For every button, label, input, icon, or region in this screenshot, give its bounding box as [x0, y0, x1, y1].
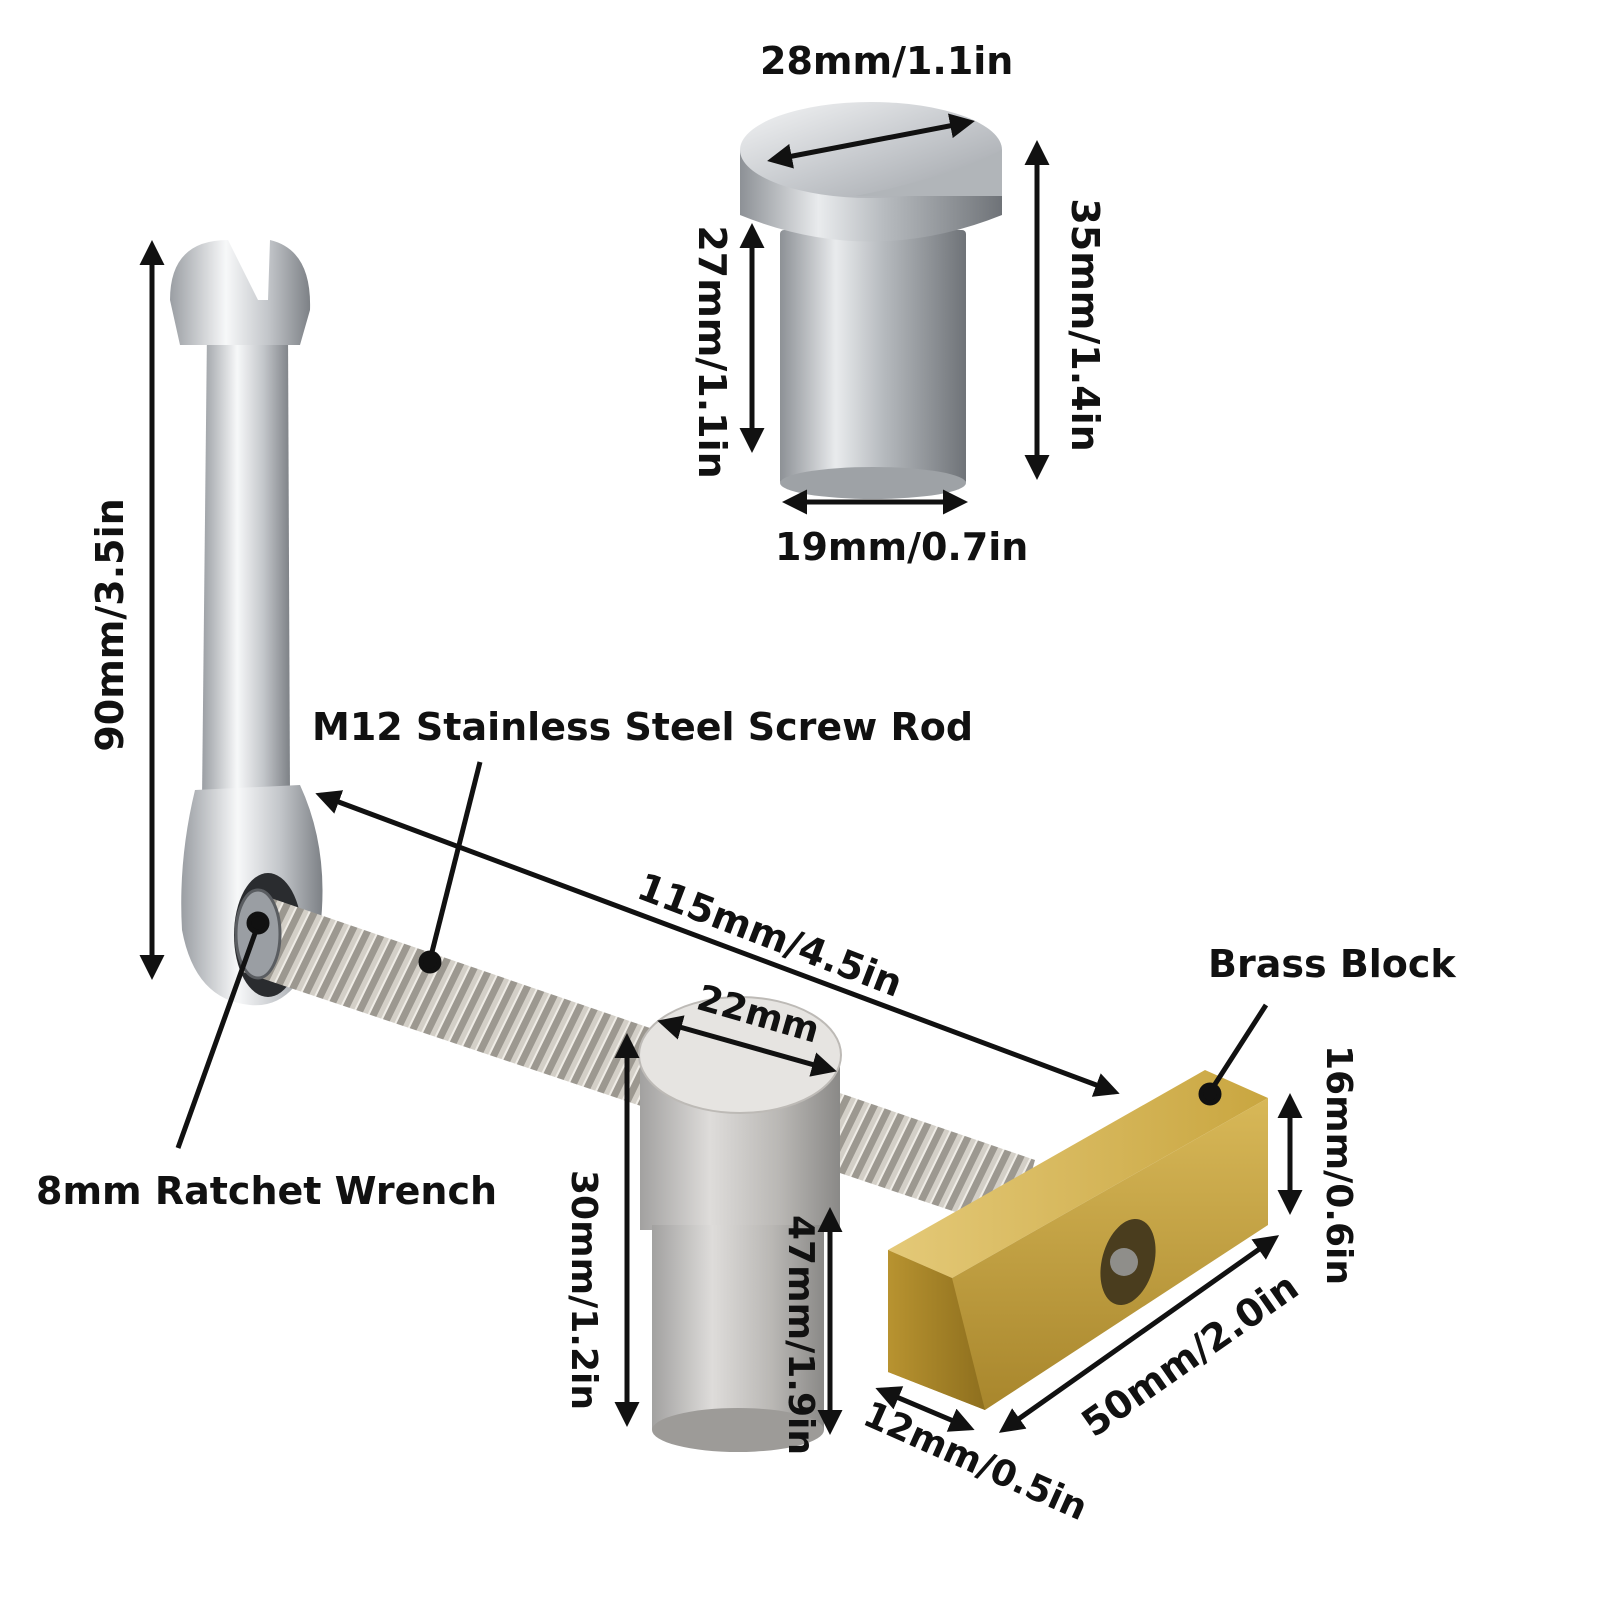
leader-screw-rod: [427, 761, 483, 961]
post-lower-bottom: [652, 1408, 824, 1452]
leader-screw-rod-dot: [418, 950, 442, 974]
wrench-handle: [202, 330, 290, 800]
post-lower: [652, 1225, 824, 1430]
label-ratchet-wrench: 8mm Ratchet Wrench: [36, 1169, 498, 1213]
leader-brass-block: [1207, 1003, 1269, 1094]
arrow-rod-length: [315, 790, 1120, 1097]
dog-shaft-bottom: [780, 467, 966, 499]
ratchet-wrench: [170, 240, 323, 1006]
label-wrench-length: 90mm/3.5in: [88, 498, 132, 752]
leader-ratchet-wrench-dot: [246, 911, 270, 935]
arrow-dog-head-diameter: [767, 113, 975, 169]
label-dog-shaft-diameter: 19mm/0.7in: [775, 525, 1029, 569]
arrow-block-length: [998, 1235, 1280, 1433]
wrench-open-end: [170, 240, 311, 345]
label-dog-total-height: 35mm/1.4in: [1063, 198, 1107, 452]
label-screw-rod: M12 Stainless Steel Screw Rod: [312, 705, 974, 749]
dimension-arrows: [139, 113, 1303, 1435]
label-dog-shaft-length: 27mm/1.1in: [690, 225, 734, 479]
label-brass-block: Brass Block: [1208, 942, 1456, 986]
label-block-height: 16mm/0.6in: [1318, 1044, 1359, 1286]
brass-screw-head: [1110, 1248, 1138, 1276]
dog-shaft: [780, 230, 966, 485]
arrow-block-width: [875, 1386, 975, 1432]
leader-lines: [175, 761, 1269, 1149]
label-post-lower-length: 30mm/1.2in: [563, 1169, 604, 1411]
bench-dog: [740, 102, 1002, 499]
leader-ratchet-wrench: [175, 924, 261, 1149]
arrow-post-diameter: [657, 1015, 837, 1077]
brass-side-face: [888, 1250, 985, 1410]
leader-brass-block-dot: [1198, 1082, 1222, 1106]
dog-head-flat: [855, 150, 1002, 196]
brass-top-face: [888, 1070, 1268, 1278]
label-post-total-length: 47mm/1.9in: [780, 1214, 821, 1456]
label-dog-head-diameter: 28mm/1.1in: [760, 39, 1014, 83]
